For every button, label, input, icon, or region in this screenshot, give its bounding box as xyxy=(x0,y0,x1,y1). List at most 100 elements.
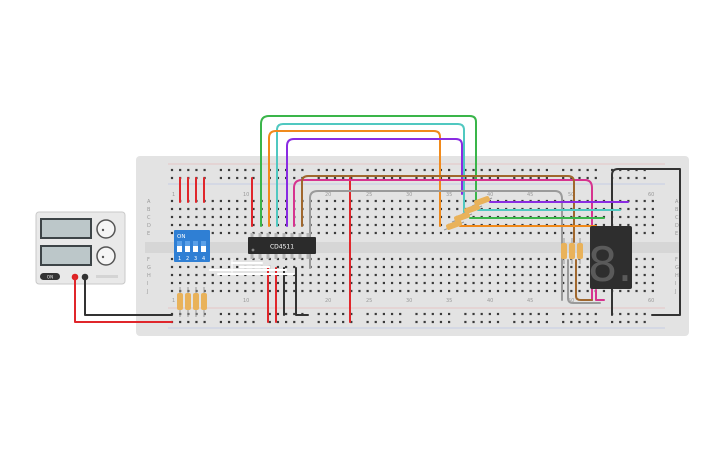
power-supply[interactable]: ON xyxy=(35,211,126,285)
breadboard-hole[interactable] xyxy=(529,231,532,235)
breadboard-hole[interactable] xyxy=(553,231,557,235)
breadboard-hole[interactable] xyxy=(553,265,557,269)
breadboard-hole[interactable] xyxy=(407,273,410,277)
breadboard-hole[interactable] xyxy=(301,320,304,324)
breadboard-hole[interactable] xyxy=(480,231,483,235)
breadboard-hole[interactable] xyxy=(399,312,402,316)
breadboard-hole[interactable] xyxy=(252,176,255,180)
breadboard-hole[interactable] xyxy=(553,257,557,261)
breadboard-hole[interactable] xyxy=(268,231,271,235)
breadboard-hole[interactable] xyxy=(619,223,622,227)
breadboard-hole[interactable] xyxy=(390,176,394,180)
breadboard-hole[interactable] xyxy=(227,176,231,180)
breadboard-hole[interactable] xyxy=(643,320,646,324)
breadboard-hole[interactable] xyxy=(619,289,622,293)
breadboard-hole[interactable] xyxy=(244,289,247,293)
breadboard-hole[interactable] xyxy=(651,265,654,269)
breadboard-hole[interactable] xyxy=(203,207,206,211)
breadboard-hole[interactable] xyxy=(529,176,532,180)
breadboard-hole[interactable] xyxy=(496,265,500,269)
breadboard-hole[interactable] xyxy=(415,312,418,316)
breadboard-hole[interactable] xyxy=(505,265,508,269)
breadboard-hole[interactable] xyxy=(423,273,426,277)
breadboard-hole[interactable] xyxy=(619,176,622,180)
breadboard-hole[interactable] xyxy=(227,265,231,269)
breadboard-hole[interactable] xyxy=(236,199,239,203)
breadboard-hole[interactable] xyxy=(456,281,459,285)
breadboard-hole[interactable] xyxy=(374,312,377,316)
breadboard-hole[interactable] xyxy=(594,176,597,180)
breadboard-hole[interactable] xyxy=(399,207,402,211)
breadboard-hole[interactable] xyxy=(390,215,394,219)
breadboard-hole[interactable] xyxy=(382,273,385,277)
breadboard-hole[interactable] xyxy=(529,281,532,285)
breadboard-hole[interactable] xyxy=(325,176,328,180)
breadboard-hole[interactable] xyxy=(472,265,475,269)
breadboard-hole[interactable] xyxy=(195,273,198,277)
breadboard-hole[interactable] xyxy=(496,176,500,180)
breadboard-hole[interactable] xyxy=(293,168,296,172)
breadboard-hole[interactable] xyxy=(472,273,475,277)
breadboard-hole[interactable] xyxy=(496,312,500,316)
breadboard-hole[interactable] xyxy=(521,273,524,277)
breadboard-hole[interactable] xyxy=(325,215,328,219)
breadboard-hole[interactable] xyxy=(545,289,548,293)
breadboard-hole[interactable] xyxy=(562,320,565,324)
breadboard-hole[interactable] xyxy=(211,289,214,293)
breadboard-hole[interactable] xyxy=(513,289,516,293)
breadboard-hole[interactable] xyxy=(187,273,190,277)
breadboard-hole[interactable] xyxy=(317,231,320,235)
breadboard-hole[interactable] xyxy=(252,199,255,203)
breadboard-hole[interactable] xyxy=(537,281,540,285)
breadboard-hole[interactable] xyxy=(423,281,426,285)
breadboard-hole[interactable] xyxy=(195,223,198,227)
breadboard-hole[interactable] xyxy=(431,273,434,277)
breadboard-hole[interactable] xyxy=(635,176,638,180)
breadboard-hole[interactable] xyxy=(333,265,337,269)
breadboard-hole[interactable] xyxy=(350,215,353,219)
wire-pink-seg[interactable] xyxy=(595,289,605,301)
breadboard-hole[interactable] xyxy=(562,231,565,235)
breadboard-hole[interactable] xyxy=(407,223,410,227)
breadboard-hole[interactable] xyxy=(285,257,288,261)
breadboard-hole[interactable] xyxy=(293,289,296,293)
breadboard-hole[interactable] xyxy=(399,320,402,324)
breadboard-hole[interactable] xyxy=(464,281,467,285)
breadboard-hole[interactable] xyxy=(203,273,206,277)
breadboard-hole[interactable] xyxy=(415,320,418,324)
breadboard-hole[interactable] xyxy=(619,207,622,211)
wire-gray[interactable] xyxy=(309,190,563,301)
dip-toggle-3[interactable] xyxy=(193,241,198,252)
breadboard-hole[interactable] xyxy=(342,289,345,293)
breadboard-hole[interactable] xyxy=(350,312,353,316)
breadboard-hole[interactable] xyxy=(317,176,320,180)
breadboard-hole[interactable] xyxy=(472,289,475,293)
wire-teal[interactable] xyxy=(276,123,465,227)
breadboard-hole[interactable] xyxy=(513,176,516,180)
breadboard-hole[interactable] xyxy=(382,199,385,203)
breadboard-hole[interactable] xyxy=(301,231,304,235)
breadboard-hole[interactable] xyxy=(651,273,654,277)
breadboard-hole[interactable] xyxy=(399,168,402,172)
breadboard-hole[interactable] xyxy=(627,215,630,219)
breadboard-hole[interactable] xyxy=(578,312,581,316)
breadboard-hole[interactable] xyxy=(643,176,646,180)
breadboard-hole[interactable] xyxy=(244,281,247,285)
breadboard-hole[interactable] xyxy=(480,257,483,261)
breadboard-hole[interactable] xyxy=(350,223,353,227)
breadboard-hole[interactable] xyxy=(578,273,581,277)
breadboard-hole[interactable] xyxy=(227,312,231,316)
breadboard-hole[interactable] xyxy=(602,289,606,293)
breadboard-hole[interactable] xyxy=(301,257,304,261)
breadboard-hole[interactable] xyxy=(219,168,222,172)
dip-switch[interactable]: ON 1 2 3 4 xyxy=(174,230,210,262)
breadboard-hole[interactable] xyxy=(399,265,402,269)
breadboard-hole[interactable] xyxy=(325,265,328,269)
breadboard-hole[interactable] xyxy=(407,215,410,219)
dip-toggle-1[interactable] xyxy=(177,241,182,252)
breadboard-hole[interactable] xyxy=(496,281,500,285)
breadboard-hole[interactable] xyxy=(366,289,369,293)
breadboard-hole[interactable] xyxy=(293,281,296,285)
breadboard-hole[interactable] xyxy=(627,312,630,316)
breadboard-hole[interactable] xyxy=(448,257,451,261)
